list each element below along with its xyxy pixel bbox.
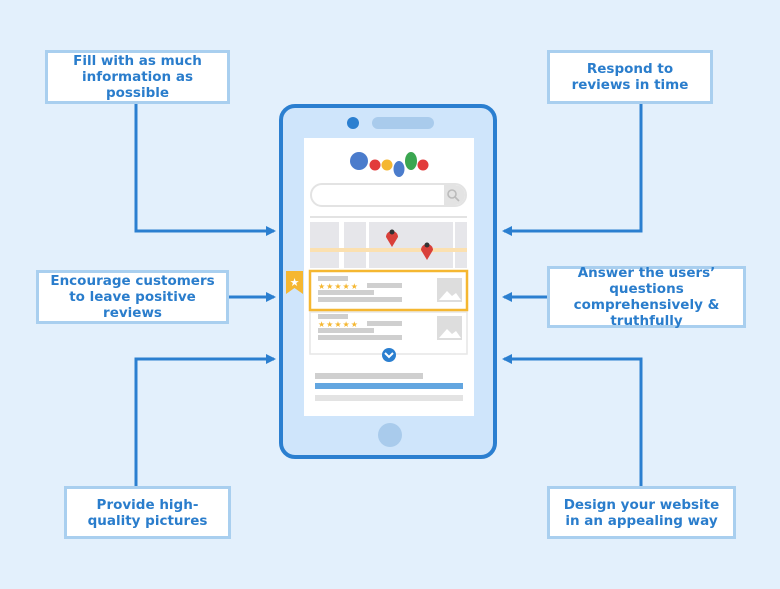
map xyxy=(310,222,467,268)
map-pin-icon xyxy=(386,229,398,247)
image-placeholder-icon xyxy=(437,316,462,340)
tip-website-design: Design your website in an appealing way xyxy=(547,486,736,539)
tip-respond-reviews: Respond to reviews in time xyxy=(547,50,713,104)
arrow-tip-2 xyxy=(502,103,643,236)
speaker xyxy=(372,117,434,129)
camera-icon xyxy=(347,117,359,129)
rating-stars: ★★★★★ xyxy=(318,320,359,329)
tip-high-quality-pictures: Provide high-quality pictures xyxy=(64,486,231,539)
arrow-tip-1 xyxy=(134,103,276,236)
map-pin-icon xyxy=(421,242,433,260)
phone-illustration: ★ ★★★★★ ★★★★★ xyxy=(279,104,497,459)
tip-fill-information: Fill with as much information as possibl… xyxy=(45,50,230,104)
tip-answer-questions: Answer the users’ questions comprehensiv… xyxy=(547,265,746,329)
bookmark-star-icon: ★ xyxy=(286,271,303,294)
arrow-tip-6 xyxy=(502,354,643,487)
connector-arrows xyxy=(134,103,643,487)
home-button xyxy=(378,423,402,447)
rating-stars: ★★★★★ xyxy=(318,282,359,291)
google-logo-icon xyxy=(350,152,429,177)
arrow-tip-5 xyxy=(134,354,276,487)
tip-encourage-reviews: Encourage customers to leave positive re… xyxy=(36,270,229,324)
expand-chevron-icon xyxy=(382,348,396,362)
image-placeholder-icon xyxy=(437,278,462,302)
search-bar xyxy=(310,183,467,207)
svg-text:★: ★ xyxy=(290,276,300,289)
search-icon xyxy=(447,189,460,202)
